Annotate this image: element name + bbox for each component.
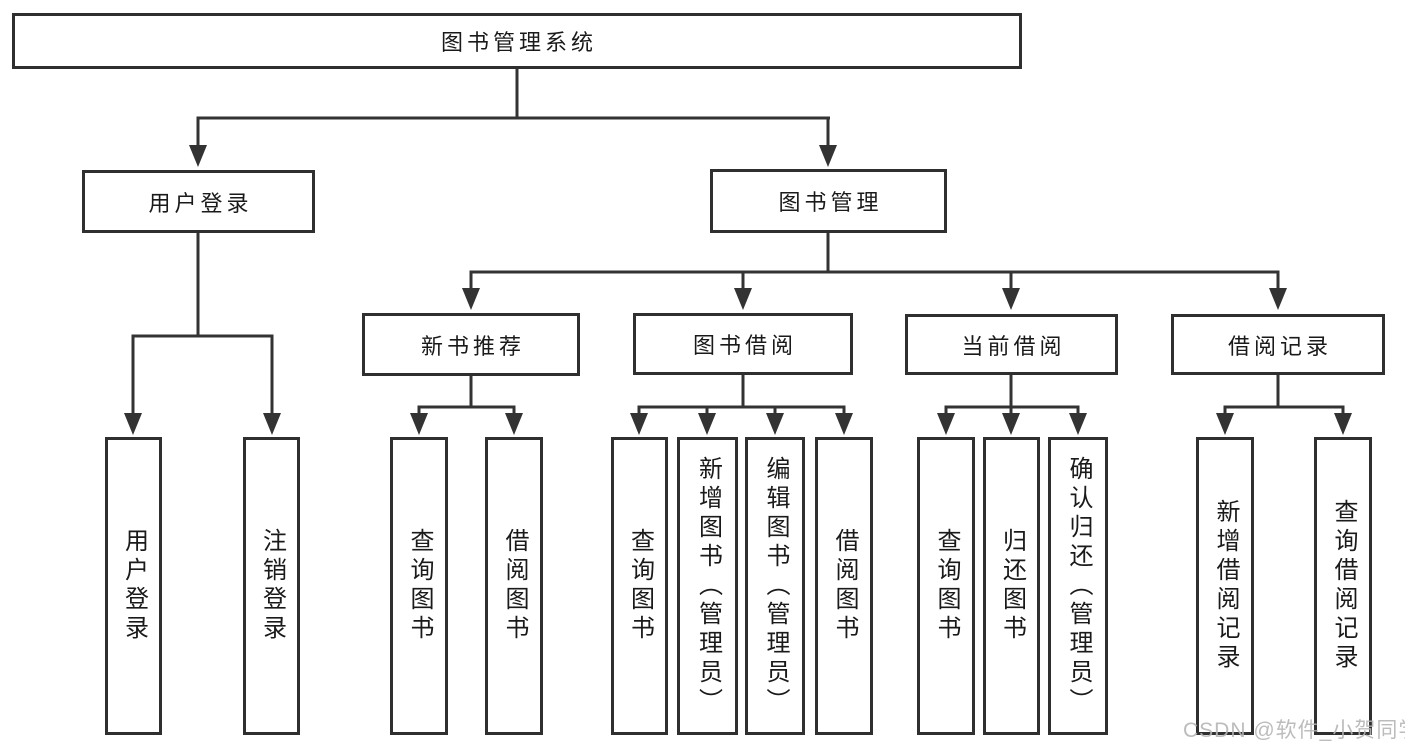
leaf-label: 新增图书（管理员） [694,455,722,717]
node-book-management: 图书管理 [710,169,947,233]
leaf-query-books-1: 查询图书 [390,437,448,735]
leaf-label: 归还图书 [998,528,1026,644]
leaf-confirm-return-admin: 确认归还（管理员） [1048,437,1108,735]
leaf-add-borrow-record: 新增借阅记录 [1196,437,1254,735]
node-user-login: 用户登录 [82,170,315,233]
node-borrow-records: 借阅记录 [1171,314,1385,375]
leaf-user-login: 用户登录 [105,437,162,735]
leaf-label: 借阅图书 [831,528,858,644]
leaf-label: 查询图书 [406,528,433,644]
leaf-borrow-books-2: 借阅图书 [815,437,873,735]
leaf-query-borrow-record: 查询借阅记录 [1314,437,1372,735]
leaf-label: 新增借阅记录 [1212,499,1239,673]
leaf-label: 用户登录 [120,528,148,644]
leaf-label: 查询借阅记录 [1330,499,1357,673]
leaf-add-books-admin: 新增图书（管理员） [677,437,738,735]
leaf-label: 注销登录 [258,528,286,644]
node-new-book-recommend: 新书推荐 [362,313,580,376]
leaf-label: 查询图书 [626,528,654,644]
leaf-query-books-2: 查询图书 [611,437,668,735]
node-root-system: 图书管理系统 [12,13,1022,69]
leaf-label: 确认归还（管理员） [1065,455,1092,717]
leaf-edit-books-admin: 编辑图书（管理员） [745,437,805,735]
leaf-label: 编辑图书（管理员） [762,455,789,717]
leaf-label: 借阅图书 [501,528,528,644]
node-current-borrow: 当前借阅 [905,314,1118,375]
leaf-label: 查询图书 [933,528,960,644]
leaf-query-books-3: 查询图书 [917,437,975,735]
node-book-borrow: 图书借阅 [633,313,853,375]
leaf-return-books: 归还图书 [983,437,1040,735]
csdn-watermark: CSDN @软件_小贺同学 [1183,719,1405,742]
leaf-borrow-books-1: 借阅图书 [485,437,543,735]
leaf-logout: 注销登录 [243,437,300,735]
